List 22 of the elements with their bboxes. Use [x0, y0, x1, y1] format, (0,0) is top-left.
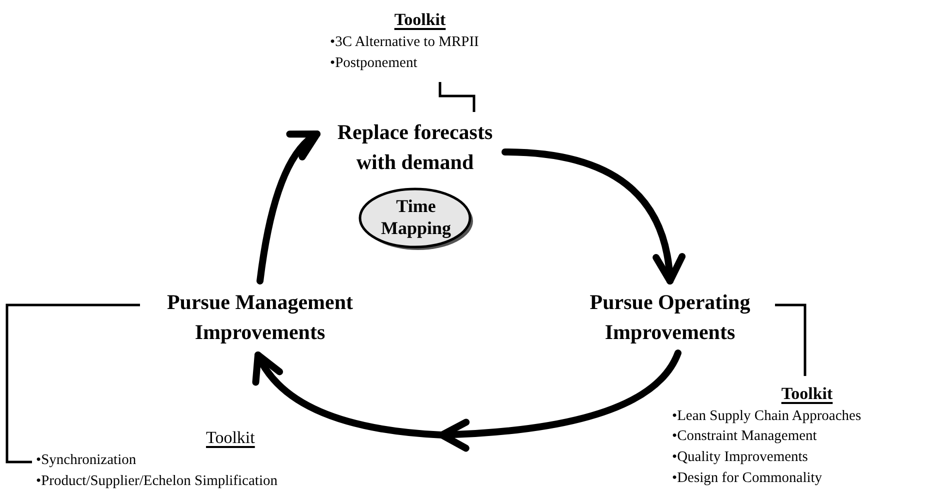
- toolkit-item: •Postponement: [330, 54, 418, 73]
- toolkit-item: •Synchronization: [36, 451, 136, 470]
- leader-line: [6, 304, 140, 464]
- toolkit-item: •Quality Improvements: [672, 448, 808, 467]
- leader-line: [775, 304, 806, 376]
- toolkit-heading: Toolkit: [394, 10, 446, 30]
- toolkit-heading: Toolkit: [781, 384, 833, 404]
- leader-line: [438, 82, 476, 112]
- cycle-arrow: [256, 130, 320, 284]
- hub-ellipse: [357, 186, 475, 252]
- cycle-arrow: [502, 148, 684, 284]
- cycle-arrow: [252, 350, 682, 452]
- step-label: Replace forecasts with demand: [336, 118, 494, 176]
- toolkit-item: •Constraint Management: [672, 427, 817, 446]
- step-label: Pursue Operating Improvements: [588, 288, 752, 346]
- toolkit-heading: Toolkit: [206, 428, 255, 448]
- toolkit-item: •3C Alternative to MRPII: [330, 33, 479, 52]
- toolkit-item: •Design for Commonality: [672, 468, 822, 488]
- toolkit-item: •Lean Supply Chain Approaches: [672, 406, 862, 426]
- hub-label: Time Mapping: [380, 194, 452, 240]
- toolkit-item: •Product/Supplier/Echelon Simplification: [36, 472, 278, 491]
- step-label: Pursue Management Improvements: [166, 288, 354, 346]
